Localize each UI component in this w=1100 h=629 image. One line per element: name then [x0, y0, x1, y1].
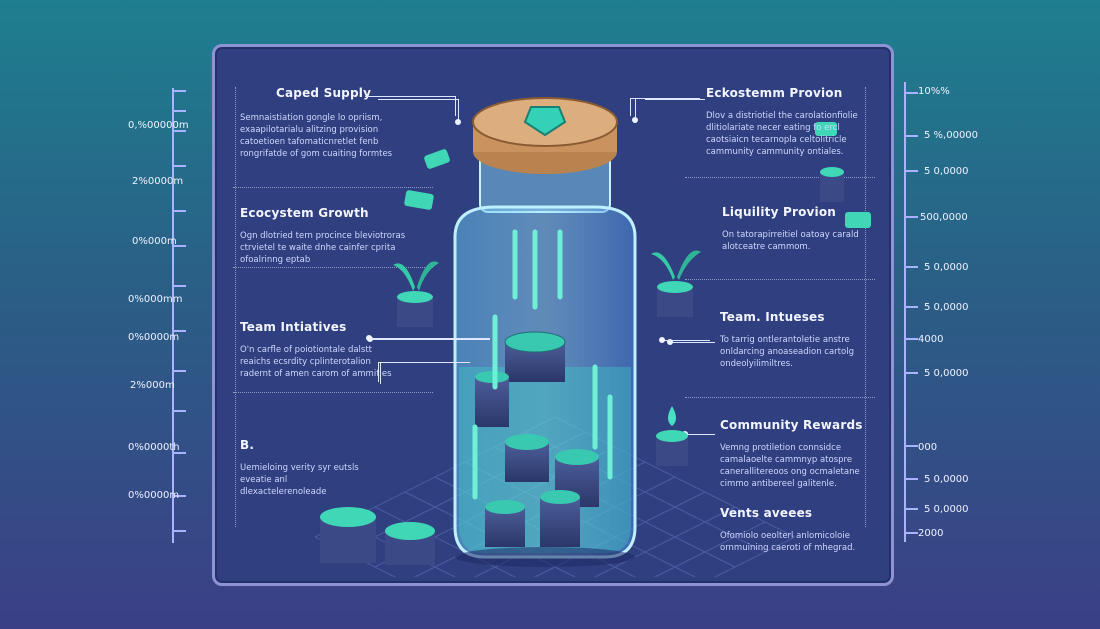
coin-stack-left-1 — [393, 261, 439, 327]
left-tick-4: 0%000mm — [128, 294, 183, 305]
section-caped-supply: Caped Supply — [272, 86, 442, 110]
section-team-initiatives: Team Intiatives O'n carfle of poiotionta… — [240, 320, 400, 380]
right-ruler-line — [904, 82, 906, 542]
ecosystem-growth-desc: Ogn dlotried tern procince bleviotroras … — [240, 231, 406, 265]
team-initiatives-title: Team Intiatives — [240, 320, 347, 334]
ecosystem-growth-title: Ecocystem Growth — [240, 206, 369, 220]
left-tick-6: 2%000m — [130, 380, 175, 391]
section-ecosystem-provision: Eckostemm Provion Dlov a distriotiel the… — [706, 86, 876, 158]
right-tick-5: 5 0,0000 — [924, 262, 969, 273]
left-tick-3: 0%000m — [132, 236, 177, 247]
section-b: B. Uemieloing verity syr eutsls eveatie … — [240, 438, 360, 498]
right-tick-4: 500,0000 — [920, 212, 968, 223]
diagram-panel — [212, 44, 894, 586]
connector-team-left-2 — [378, 362, 468, 363]
connector-team-left-2-v — [378, 362, 379, 382]
caped-supply-title: Caped Supply — [276, 86, 372, 100]
left-tick-7: 0%0000th — [128, 442, 180, 453]
left-axis — [120, 88, 196, 548]
connector-ecosystem-provision — [630, 98, 700, 99]
right-tick-1: 10%% — [918, 86, 950, 97]
section-team-intuees: Team. Intueses To tarrig ontlerantoletie… — [720, 310, 870, 370]
coin-stack-bottom-left — [320, 507, 435, 565]
right-tick-9: 000 — [918, 442, 938, 453]
team-intuees-title: Team. Intueses — [720, 310, 825, 324]
right-tick-8: 5 0,0000 — [924, 368, 969, 379]
left-tick-8: 0%0000m — [128, 490, 180, 501]
b-desc: Uemieloing verity syr eutsls eveatie anl… — [240, 463, 359, 497]
left-tick-5: 0%0000m — [128, 332, 180, 343]
floating-tokens — [404, 122, 871, 228]
ecosystem-provision-desc: Dlov a distriotiel the carolationfiolie … — [706, 111, 858, 157]
right-tick-3: 5 0,0000 — [924, 166, 969, 177]
community-rewards-title: Community Rewards — [720, 418, 863, 432]
caped-supply-desc: Semnaistiation gongle lo opriism, exaapi… — [240, 113, 393, 159]
connector-caped-supply — [365, 96, 455, 97]
token-jar-illustration — [453, 97, 637, 567]
liquidity-provision-desc: On tatorapirreitiel oatoay carald alotce… — [722, 230, 859, 252]
right-tick-11: 5 0,0000 — [924, 504, 969, 515]
liquidity-provision-title: Liquility Provion — [722, 205, 837, 219]
right-tick-6: 5 0,0000 — [924, 302, 969, 313]
connector-team-left — [370, 338, 490, 339]
coin-stack-right-1 — [651, 250, 701, 317]
left-tick-1: 0,%00000m — [128, 120, 189, 131]
right-tick-2: 5 %,00000 — [924, 130, 979, 141]
right-tick-7: 4000 — [918, 334, 944, 345]
section-vents: Vents aveees Ofomiolo oeolterl anlomicol… — [720, 506, 870, 554]
b-title: B. — [240, 438, 255, 452]
coin-stack-right-2 — [656, 406, 688, 466]
section-liquidity-provision: Liquility Provion On tatorapirreitiel oa… — [722, 205, 872, 253]
team-intuees-desc: To tarrig ontlerantoletie anstre onldarc… — [720, 335, 854, 369]
vents-desc: Ofomiolo oeolterl anlomicoloie ornmuinin… — [720, 531, 856, 553]
right-tick-10: 5 0,0000 — [924, 474, 969, 485]
connector-dot-team-left — [366, 335, 372, 341]
right-tick-12: 2000 — [918, 528, 944, 539]
connector-team-right — [662, 340, 710, 341]
section-caped-supply-body: Semnaistiation gongle lo opriism, exaapi… — [240, 112, 410, 160]
connector-ecosystem-provision-v — [630, 98, 631, 116]
connector-dot-team-right — [659, 337, 665, 343]
community-rewards-desc: Vemng protiletion connsidce camalaoelte … — [720, 443, 860, 489]
team-initiatives-desc: O'n carfle of poiotiontale dalstt reaich… — [240, 345, 392, 379]
ecosystem-provision-title: Eckostemm Provion — [706, 86, 843, 100]
connector-caped-supply-v — [455, 96, 456, 116]
section-ecosystem-growth: Ecocystem Growth Ogn dlotried tern proci… — [240, 206, 410, 266]
section-community-rewards: Community Rewards Vemng protiletion conn… — [720, 418, 870, 490]
vents-title: Vents aveees — [720, 506, 813, 520]
left-ruler-line — [172, 88, 174, 543]
left-tick-2: 2%0000m — [132, 176, 184, 187]
